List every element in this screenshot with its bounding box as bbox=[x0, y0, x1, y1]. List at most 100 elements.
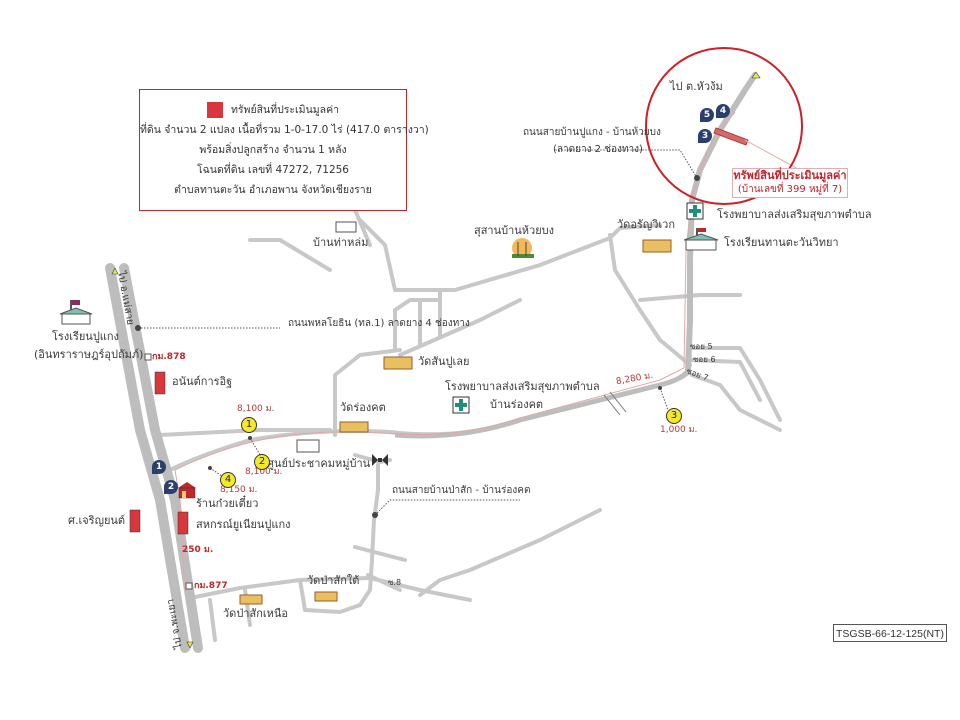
road-thalom bbox=[358, 218, 662, 292]
reference-code: TSGSB-66-12-125(NT) bbox=[833, 624, 947, 642]
secondary-roads bbox=[158, 208, 782, 642]
star-icon-north-highway bbox=[111, 267, 119, 275]
hospital-icon-top bbox=[686, 202, 704, 220]
distance-label-3: 1,000 ม. bbox=[660, 425, 698, 435]
road-south-loop-2 bbox=[298, 578, 362, 614]
label-school-pukaeng: โรงเรียนปูแกง bbox=[52, 330, 119, 343]
road-upper-west bbox=[158, 428, 332, 437]
leader-dots bbox=[135, 175, 700, 518]
point-marker-2: 2 bbox=[254, 454, 270, 470]
label-hospital-top: โรงพยาบาลส่งเสริมสุขภาพตำบล bbox=[717, 208, 872, 221]
noodle-shop-icon bbox=[178, 482, 196, 499]
label-km-878: กม.878 bbox=[152, 352, 186, 362]
km-post-icons bbox=[144, 353, 193, 590]
hospital-icon-rongkhot bbox=[452, 396, 470, 414]
km-post-icon-877 bbox=[185, 582, 193, 590]
legend-title: ทรัพย์สินที่ประเมินมูลค่า bbox=[230, 104, 340, 116]
label-wat-pasak-nuea: วัดป่าสักเหนือ bbox=[223, 607, 288, 620]
property-callout-title: ทรัพย์สินที่ประเมินมูลค่า bbox=[733, 169, 847, 182]
bridge-icon bbox=[372, 454, 388, 466]
road-pasak bbox=[358, 463, 380, 607]
distance-label-250: 250 ม. bbox=[182, 545, 214, 555]
road-huaibong-main bbox=[685, 72, 758, 375]
road-soi-lines bbox=[686, 346, 782, 432]
property-parcel bbox=[713, 127, 749, 146]
label-to-huangam: ไป ต.หัวง้ม bbox=[670, 80, 723, 93]
label-coop: สหกรณ์ยูเนียนปูแกง bbox=[196, 518, 291, 531]
label-road-paved-2lane: (ลาดยาง 2 ช่องทาง) bbox=[553, 144, 643, 155]
property-callout-subtitle: (บ้านเลขที่ 399 หมู่ที่ 7) bbox=[737, 184, 843, 195]
label-road-pasak-rongkhot: ถนนสายบ้านป่าสัก - บ้านร่องคต bbox=[392, 485, 531, 496]
point-marker-4: 4 bbox=[220, 472, 236, 488]
break-marks bbox=[603, 391, 627, 416]
legend-info-box: ทรัพย์สินที่ประเมินมูลค่า ที่ดิน จำนวน 2… bbox=[139, 89, 429, 211]
road-thalom-north bbox=[353, 208, 372, 247]
km-post-icon-878 bbox=[144, 353, 152, 361]
label-wat-aranwiwek: วัดอรัญวิเวก bbox=[617, 218, 675, 231]
temple-icons bbox=[239, 239, 672, 605]
highlight-circle bbox=[645, 47, 803, 205]
village-hall-icon bbox=[335, 221, 357, 233]
route-line bbox=[174, 111, 736, 471]
road-grid-1 bbox=[393, 298, 442, 352]
label-ban-thalom: บ้านท่าหล่ม bbox=[313, 236, 369, 249]
label-soi8: ซ.8 bbox=[388, 578, 402, 587]
route-marker-2: 2 bbox=[164, 480, 178, 494]
label-wat-rongkhot: วัดร่องคต bbox=[340, 401, 386, 414]
factory-icon-charoen bbox=[129, 509, 141, 533]
road-east-grid bbox=[638, 293, 742, 302]
cemetery-icon bbox=[512, 238, 534, 258]
property-marker-swatch bbox=[206, 102, 223, 118]
property-callout: ทรัพย์สินที่ประเมินมูลค่า (บ้านเลขที่ 39… bbox=[732, 168, 848, 198]
temple-icon-sanpuloei bbox=[383, 356, 413, 370]
temple-icon-aranwiwek bbox=[642, 239, 672, 253]
road-sanpuloei bbox=[398, 298, 522, 357]
route-marker-4: 4 bbox=[716, 104, 730, 118]
label-soi5: ซอย 5 bbox=[690, 342, 713, 351]
temple-icon-pasak-tai bbox=[314, 591, 338, 602]
building-icons bbox=[296, 221, 357, 453]
legend-location: ตำบลทานตะวัน อำเภอพาน จังหวัดเชียงราย bbox=[174, 184, 372, 196]
label-cemetery: สุสานบ้านห้วยบง bbox=[474, 224, 555, 237]
road-south-loop bbox=[188, 576, 472, 602]
label-wat-pasak-tai: วัดป่าสักใต้ bbox=[307, 574, 360, 587]
label-soi6: ซอย 6 bbox=[693, 355, 716, 364]
label-highway-name: ถนนพหลโยธิน (ทล.1) ลาดยาง 4 ช่องทาง bbox=[288, 318, 470, 329]
road-main-east-thick bbox=[394, 370, 690, 439]
distance-label-4: 8,150 ม. bbox=[220, 485, 258, 495]
road-south-east bbox=[418, 508, 602, 597]
label-wat-sanpuloei: วัดสันปูเลย bbox=[418, 355, 470, 368]
distance-label-2: 8,100 ม. bbox=[245, 467, 283, 477]
distance-label-1: 8,100 ม. bbox=[237, 404, 275, 414]
temple-icon-pasak-nuea bbox=[239, 594, 263, 605]
direction-star-icons bbox=[111, 71, 761, 649]
road-aranwiwek bbox=[608, 233, 692, 367]
label-noodle-shop: ร้านก๋วยเตี๋ยว bbox=[196, 497, 259, 510]
label-km-877: กม.877 bbox=[194, 581, 228, 591]
label-anan: อนันต์การอิฐ bbox=[172, 375, 233, 388]
label-charoen: ศ.เจริญยนต์ bbox=[68, 514, 126, 527]
temple-icon-rongkhot bbox=[339, 421, 369, 433]
label-hospital-rongkhot-sub: บ้านร่องคต bbox=[490, 398, 544, 411]
label-school-thantawan: โรงเรียนทานตะวันวิทยา bbox=[724, 236, 839, 249]
route-marker-5: 5 bbox=[700, 108, 714, 122]
star-icon-huangam bbox=[751, 71, 761, 79]
school-icon-thantawan bbox=[683, 228, 719, 251]
road-rongkhot-north bbox=[333, 348, 402, 437]
factory-icon-anan bbox=[154, 371, 166, 395]
route-marker-1: 1 bbox=[152, 460, 166, 474]
route-marker-3: 3 bbox=[698, 129, 712, 143]
legend-building: พร้อมสิ่งปลูกสร้าง จำนวน 1 หลัง bbox=[199, 144, 347, 156]
community-hall-icon bbox=[296, 439, 320, 453]
school-icon-pukaeng bbox=[59, 300, 93, 325]
road-pasak-cross bbox=[353, 545, 407, 562]
label-school-pukaeng-sub: (อินทราราษฎร์อุปถัมภ์) bbox=[34, 348, 144, 361]
point-marker-3: 3 bbox=[666, 408, 682, 424]
legend-deed: โฉนดที่ดิน เลขที่ 47272, 71256 bbox=[197, 164, 349, 176]
road-west-upper bbox=[248, 238, 332, 272]
label-road-puakaeng-huaibong: ถนนสายบ้านปูแกง - บ้านห้วยบง bbox=[523, 127, 661, 138]
point-marker-1: 1 bbox=[241, 417, 257, 433]
star-icon-south-highway bbox=[186, 641, 194, 649]
label-community-center: ศูนย์ประชาคมหมู่บ้าน bbox=[267, 457, 371, 470]
legend-land: ที่ดิน จำนวน 2 แปลง เนื้อที่รวม 1-0-17.0… bbox=[140, 124, 429, 136]
